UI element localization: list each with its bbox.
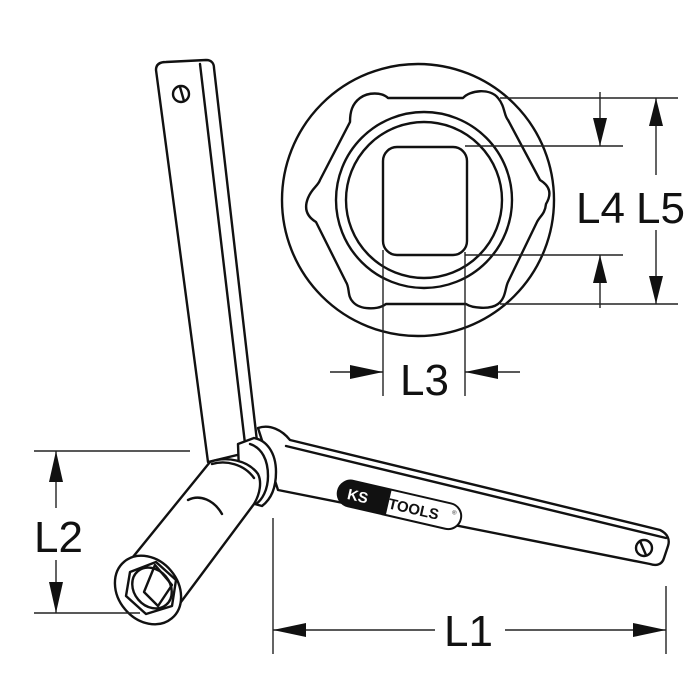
socket-end-view — [280, 62, 556, 338]
handle-hole-top — [171, 84, 191, 104]
vertical-handle — [154, 58, 260, 464]
label-L4: L4 — [576, 184, 625, 233]
square-drive-hole — [381, 145, 469, 257]
socket-ring-inner — [344, 120, 504, 280]
label-L3: L3 — [400, 356, 449, 405]
dimension-L2: L2 — [34, 450, 190, 614]
label-L2: L2 — [34, 513, 83, 562]
label-L5: L5 — [636, 184, 685, 233]
brand-logo: KS TOOLS ® — [336, 479, 463, 531]
wrench: KS TOOLS ® — [113, 58, 670, 626]
handle-hole-right — [634, 538, 654, 558]
dimension-L4: L4 — [465, 92, 625, 308]
logo-prefix: KS — [346, 486, 370, 507]
label-L1: L1 — [444, 607, 493, 656]
socket-outer-circle — [280, 62, 556, 338]
horizontal-handle — [256, 425, 670, 567]
socket-hex-opening — [124, 560, 178, 616]
dimension-L3: L3 — [330, 250, 520, 405]
socket-square-opening — [142, 563, 174, 608]
socket-ring-outer — [334, 110, 514, 290]
dimension-L5: L5 — [500, 97, 685, 305]
dimension-L1: L1 — [272, 518, 667, 656]
logo-registered-mark: ® — [451, 509, 457, 517]
hex-drive-profile — [304, 90, 551, 310]
